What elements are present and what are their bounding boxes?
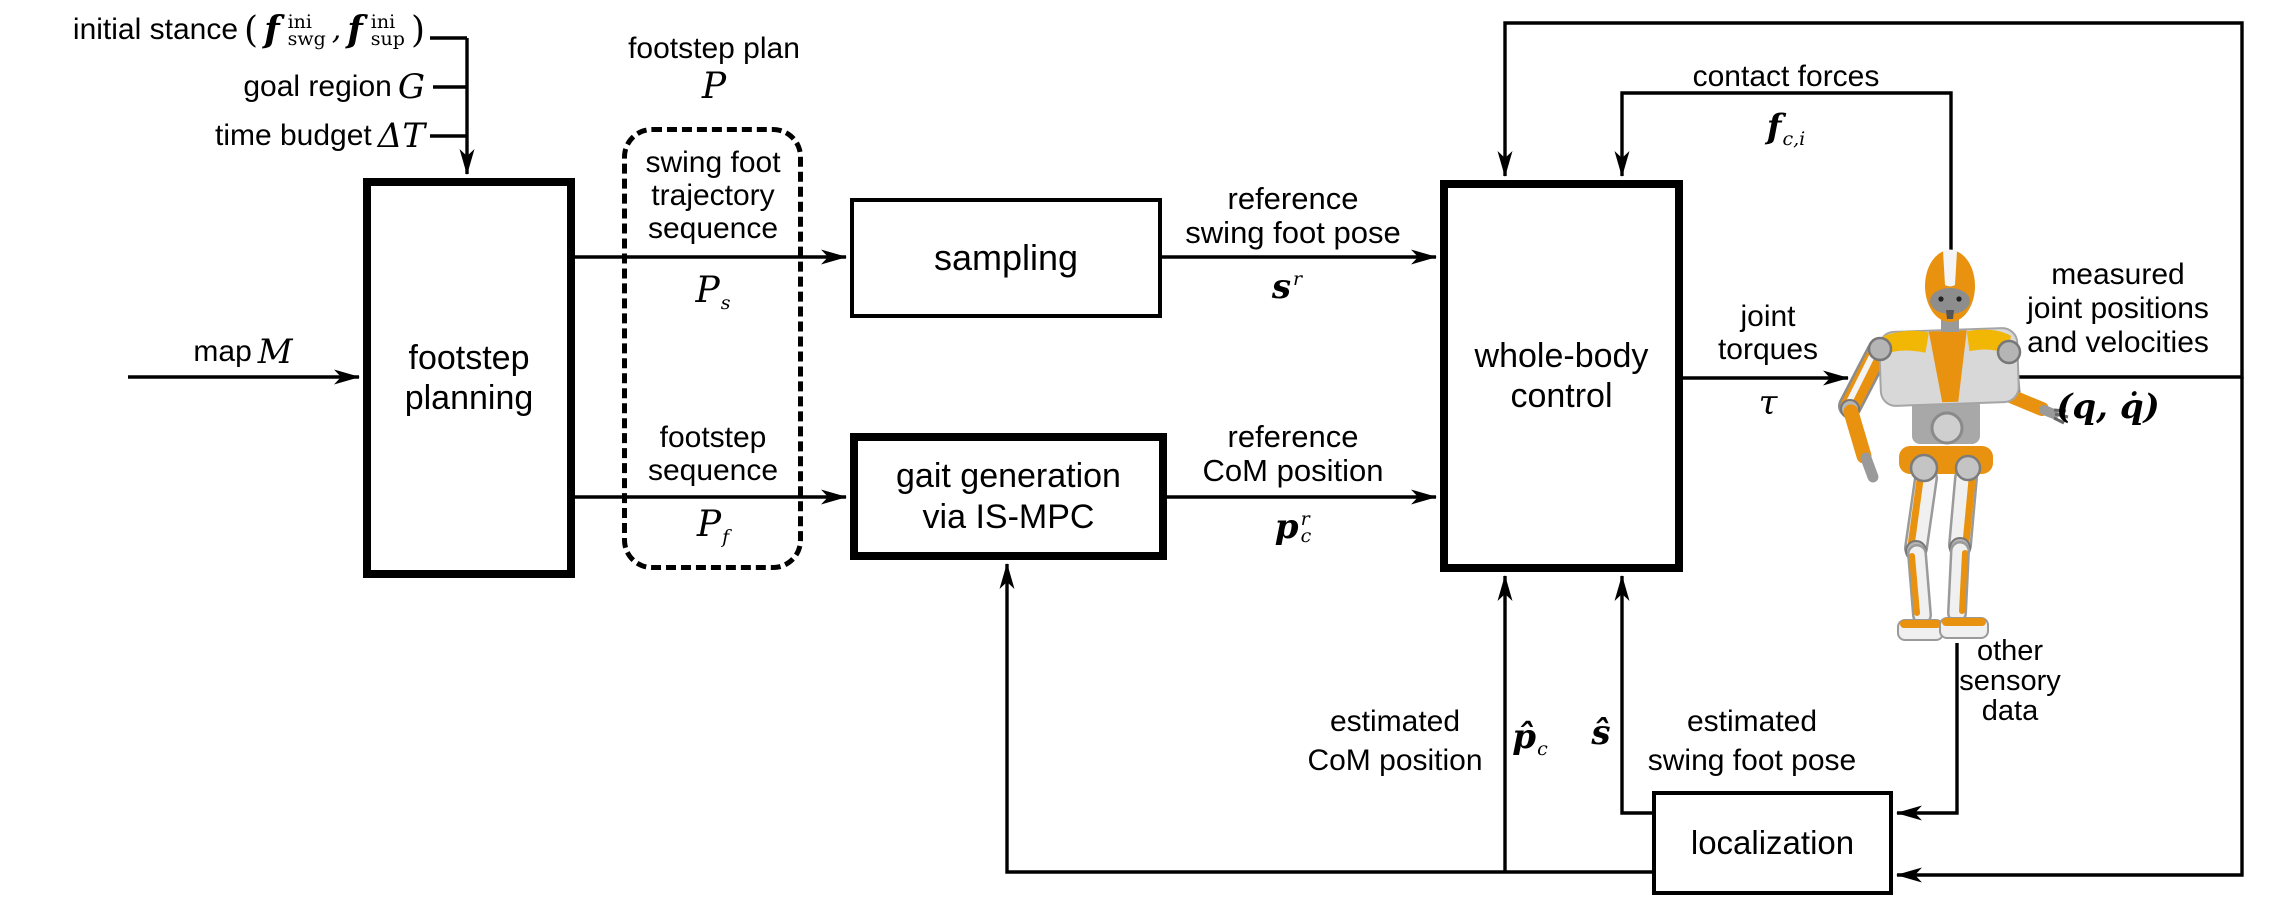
wbc-label-1: whole-body [1474,336,1649,375]
map-symbol: M [257,332,293,372]
wbc-label-2: control [1510,377,1613,415]
joint-torques-symbol: τ [1758,383,1778,423]
localization-block: localization [1652,791,1893,895]
other-sensory-label: other sensory data [1959,635,2061,727]
measured-joint-label: measured joint positions and velocities [2027,258,2209,359]
ref-swing-pose-label: reference swing foot pose [1185,181,1401,250]
gait-generation-label-2: via IS-MPC [922,497,1095,536]
comma: , [331,12,342,48]
arrow-measured-to-localization [1896,377,2244,883]
f-swg-symbol: f [264,9,280,51]
sampling-label: sampling [933,236,1079,278]
footstep-planning-block: footstep planning [363,178,575,578]
estimated-swing-label: estimated swing foot pose [1647,705,1857,777]
time-budget-symbol: ΔT [377,116,425,156]
estimated-com-symbol: p̂c [1512,717,1548,760]
footstep-plan-symbol: P [701,66,727,107]
arrow-estimated-swing-pose [1614,575,1652,815]
contact-forces-label: contact forces [1692,60,1880,93]
contact-forces-symbol: fc,i [1766,107,1806,150]
humanoid-robot-image [1838,249,2069,641]
goal-region-symbol: G [397,67,425,107]
sampling-block: sampling [850,198,1162,318]
footstep-planning-label-1: footstep [408,338,530,377]
swing-sequence-symbol: Ps [695,270,731,314]
ref-com-label: reference CoM position [1202,419,1384,488]
arrow-contact-forces [1614,91,1953,252]
input-map: map M [193,332,293,372]
map-text: map [193,335,252,369]
time-budget-text: time budget [214,119,372,153]
ref-swing-pose-symbol: s r [1271,267,1303,307]
open-paren: ( [244,9,259,51]
close-paren: ) [410,9,425,51]
arrow-measured-to-wbc [1497,21,2244,379]
footstep-planning-label-2: planning [404,379,534,417]
footstep-plan-group-box [622,127,803,570]
arrow-other-sensory [1896,643,1959,821]
footstep-sequence-symbol: Pf [696,504,730,548]
goal-region-text: goal region [243,70,392,104]
joint-torques-label: joint torques [1717,300,1819,366]
input-time-budget: time budget ΔT [214,116,425,156]
estimated-swing-symbol: ŝ [1591,713,1611,753]
footstep-plan-title: footstep plan [628,32,800,65]
swing-foot-sequence-label: swing foot trajectory sequence [645,146,781,245]
f-sup-symbol: f [347,9,363,51]
initial-stance-text: initial stance [72,13,239,47]
whole-body-control-block: whole-body control [1440,180,1683,572]
estimated-com-label: estimated CoM position [1307,705,1483,777]
gait-generation-label-1: gait generation [896,457,1121,496]
gait-generation-block: gait generation via IS-MPC [850,433,1167,560]
footstep-sequence-label: footstep sequence [647,421,779,487]
measured-joint-symbol: (q, q̇) [2056,387,2160,427]
input-goal-region: goal region G [243,67,425,107]
localization-label: localization [1690,823,1855,861]
arrow-estimated-com-to-gait [999,563,1652,874]
